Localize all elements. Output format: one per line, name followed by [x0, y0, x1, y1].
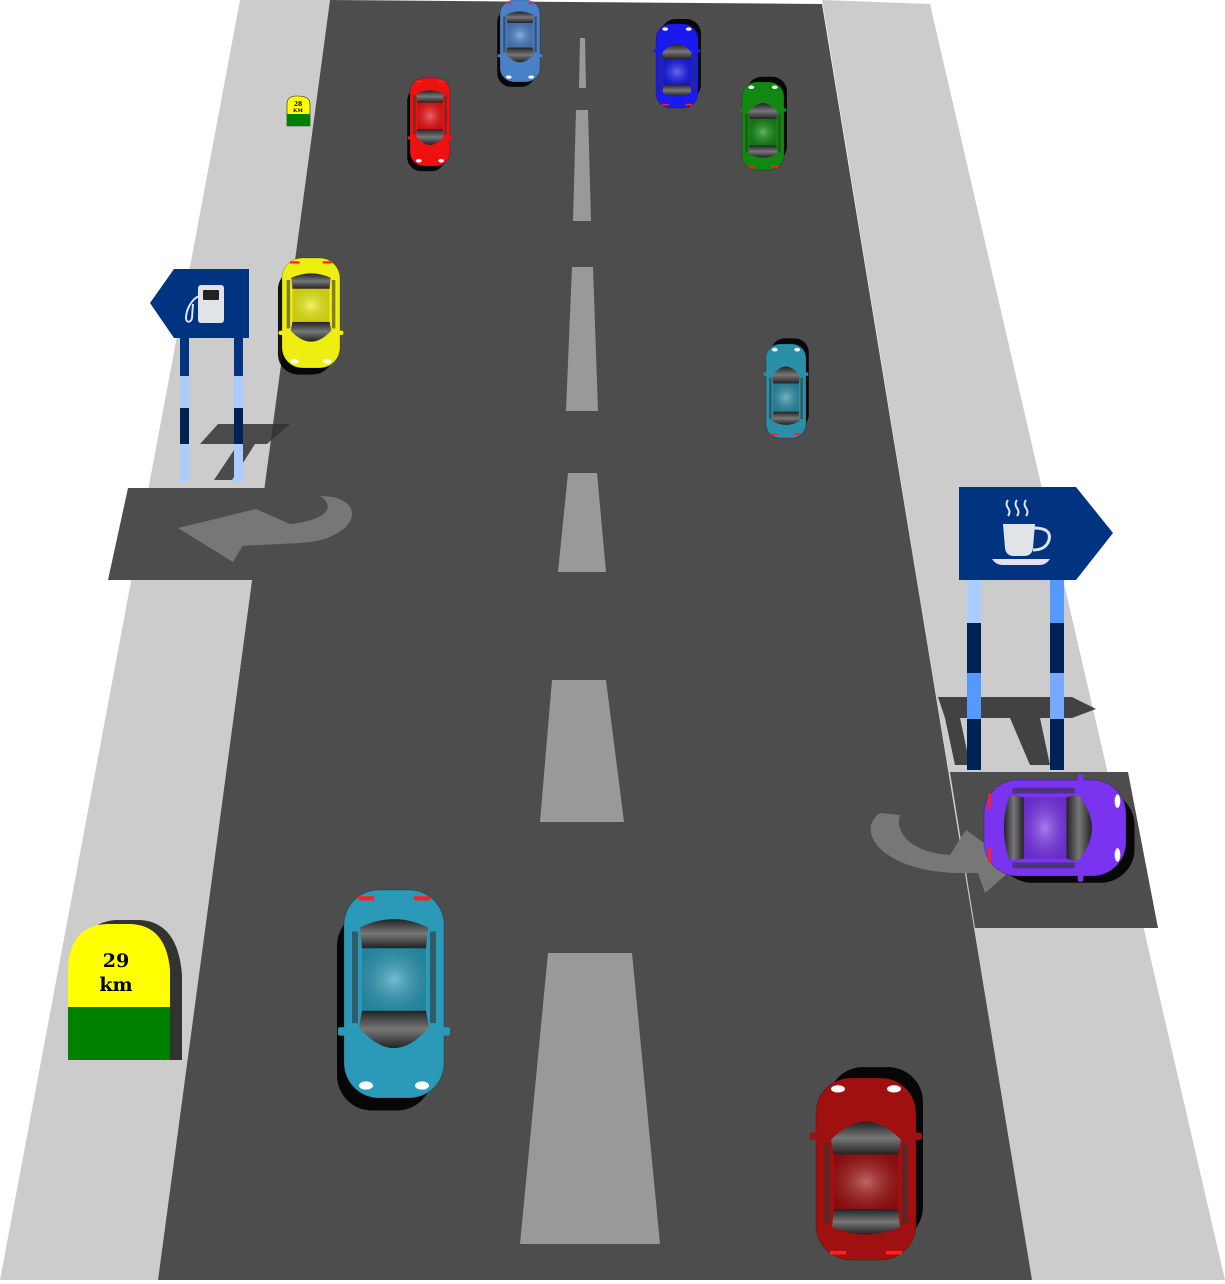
car-red-icon: [407, 77, 453, 172]
car-teal-near-icon: [337, 889, 450, 1111]
left-exit-arrow-icon: [178, 496, 353, 562]
car-teal-far-icon: [763, 338, 809, 439]
car-green-icon: [739, 76, 787, 171]
milestone-far-unit: KM: [293, 108, 303, 114]
car-steelblue-top-icon: [497, 0, 543, 87]
milestone-far-value: 28: [294, 101, 302, 108]
car-yellow-icon: [277, 257, 344, 375]
fuel-sign-shadow: [200, 424, 290, 480]
cafe-sign: [938, 487, 1113, 770]
coffee-cup-icon: [992, 499, 1051, 565]
cafe-sign-board: [959, 487, 1113, 580]
car-blue-icon: [653, 18, 701, 109]
car-purple-icon: [983, 774, 1135, 883]
milestone-far: 28 KM: [286, 95, 311, 127]
fuel-pump-icon: [184, 285, 224, 323]
milestone-near: 29 km: [68, 920, 182, 1060]
car-darkred-icon: [810, 1067, 923, 1261]
right-exit-arrow-icon: [870, 813, 1016, 893]
right-shoulder: [822, 0, 1225, 1280]
cars-layer: [277, 0, 1135, 1261]
lane-markings: [520, 38, 660, 1244]
milestone-near-value: 29: [103, 950, 129, 972]
milestone-near-unit: km: [99, 974, 132, 996]
fuel-sign: [150, 269, 290, 482]
